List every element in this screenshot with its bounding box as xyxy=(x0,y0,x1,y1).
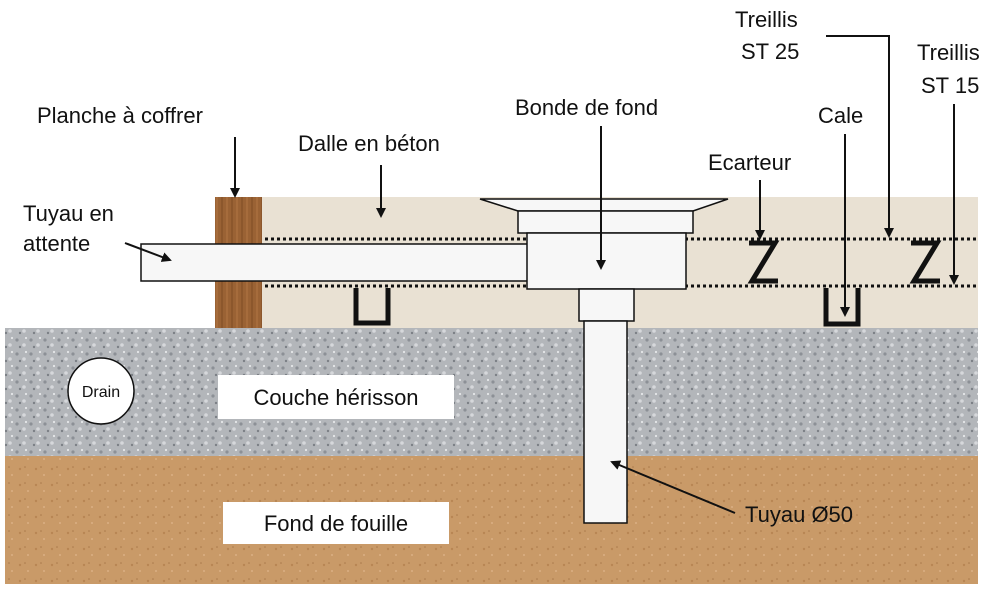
waiting-pipe xyxy=(140,243,534,282)
fouille-label-box xyxy=(223,502,449,544)
floor-drain-body xyxy=(526,232,687,290)
chair-support-right xyxy=(823,288,861,327)
chair-support-left xyxy=(353,288,391,326)
pipe-50 xyxy=(583,320,628,524)
drain-circle xyxy=(67,357,135,425)
herisson-label: Couche hérisson xyxy=(253,385,418,410)
tuyau-attente-label-line2: attente xyxy=(23,231,90,256)
treillis-st25-label-line1: Treillis xyxy=(735,7,798,32)
treillis-st15-label-line1: Treillis xyxy=(917,40,980,65)
drain-label: Drain xyxy=(82,384,120,401)
fouille-soil-layer xyxy=(5,456,978,584)
planche-label: Planche à coffrer xyxy=(37,103,203,128)
tuyau-attente-arrow xyxy=(124,242,172,262)
tuyau50-label: Tuyau Ø50 xyxy=(745,502,853,527)
spacer-2 xyxy=(909,240,942,284)
ecarteur-label: Ecarteur xyxy=(708,150,791,175)
fouille-label: Fond de fouille xyxy=(264,511,408,536)
treillis-st15-label-line2: ST 15 xyxy=(921,73,979,98)
tuyau50-arrow xyxy=(610,460,736,514)
floor-drain-flange xyxy=(479,198,729,212)
herisson-label-box xyxy=(218,375,454,419)
spacer-1 xyxy=(747,240,780,284)
bonde-label: Bonde de fond xyxy=(515,95,658,120)
treillis-st25-arrow xyxy=(826,35,894,238)
tuyau-attente-label-line1: Tuyau en xyxy=(23,201,114,226)
treillis-st25-label-line2: ST 25 xyxy=(741,39,799,64)
cale-label: Cale xyxy=(818,103,863,128)
floor-drain-neck xyxy=(578,288,635,322)
dalle-label: Dalle en béton xyxy=(298,131,440,156)
floor-drain-grate xyxy=(517,210,694,234)
herisson-gravel-layer xyxy=(5,328,978,456)
